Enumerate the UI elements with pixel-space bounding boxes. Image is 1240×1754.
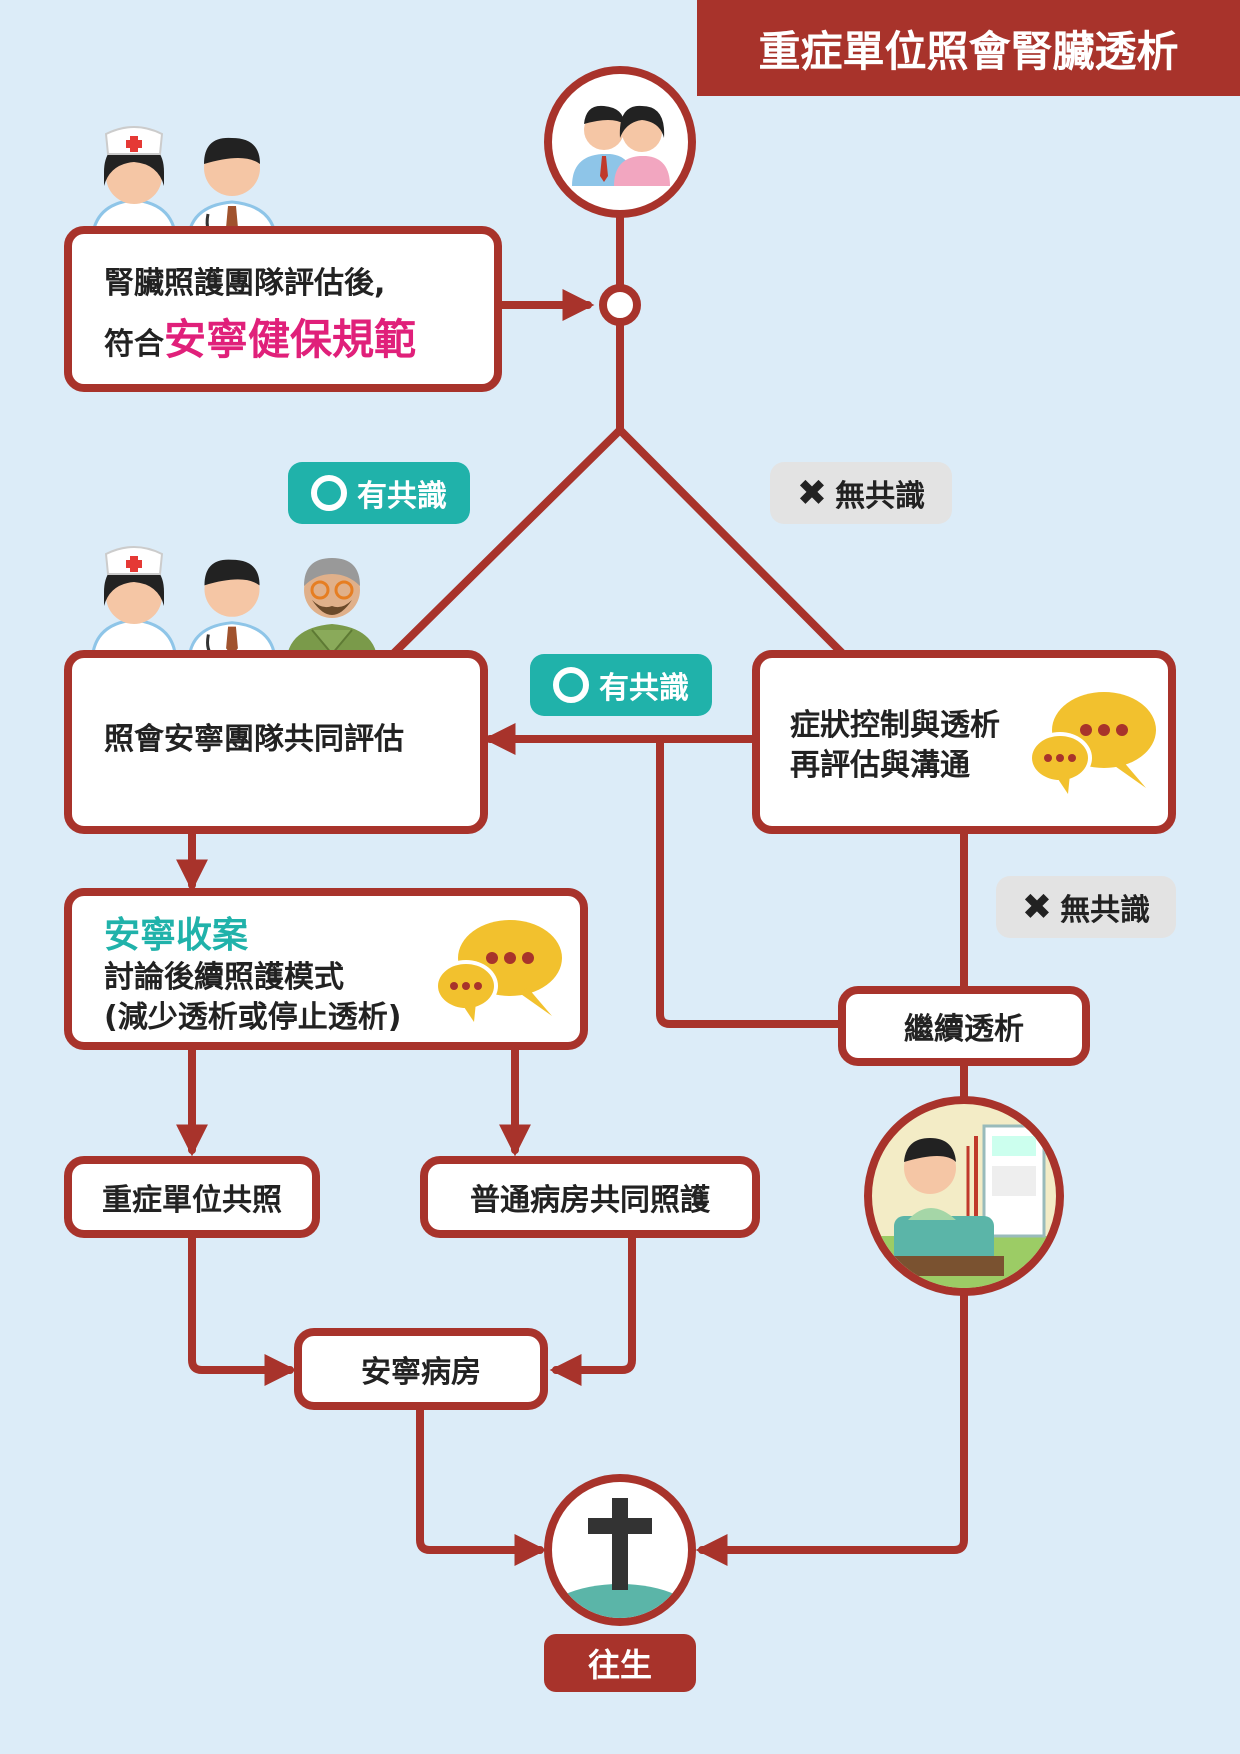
icu-shared-care-box: 重症單位共照 <box>64 1156 320 1238</box>
check-circle-icon <box>311 475 347 511</box>
assessment-prefix: 符合 <box>104 327 164 362</box>
death-label-box: 往生 <box>544 1634 696 1692</box>
consensus-yes-badge-middle: 有共識 <box>530 654 712 716</box>
continue-dialysis-box: 繼續透析 <box>838 986 1090 1066</box>
consensus-yes-badge-left: 有共識 <box>288 462 470 524</box>
team-assessment-box <box>64 226 502 392</box>
consensus-yes-label: 有共識 <box>357 479 447 514</box>
consensus-yes-label: 有共識 <box>599 671 689 706</box>
hospice-case-line2: (減少透析或停止透析) <box>104 1000 402 1035</box>
consensus-no-badge-top: ✖ 無共識 <box>770 462 952 524</box>
assessment-line2: 符合安寧健保規範 <box>104 306 416 367</box>
continue-dialysis-label: 繼續透析 <box>904 1012 1024 1047</box>
consensus-no-label: 無共識 <box>1060 893 1151 928</box>
speech-bubbles-icon <box>434 920 562 1022</box>
hospice-ward-label: 安寧病房 <box>361 1355 481 1390</box>
chaplain-icon <box>286 558 378 666</box>
hospice-case-line1: 討論後續照護模式 <box>104 960 344 995</box>
hospice-case-box <box>64 888 588 1050</box>
check-circle-icon <box>553 667 589 703</box>
assessment-line1: 腎臟照護團隊評估後, <box>104 266 386 301</box>
consensus-no-badge-right: ✖ 無共識 <box>996 876 1176 938</box>
speech-bubbles-icon <box>1028 692 1156 794</box>
symptom-line2: 再評估與溝通 <box>790 748 970 783</box>
cross-grave-icon <box>544 1474 696 1626</box>
cross-icon: ✖ <box>1021 886 1053 928</box>
doctor-icon-2 <box>187 559 277 664</box>
consensus-no-label: 無共識 <box>835 479 926 514</box>
cross-icon: ✖ <box>796 472 828 514</box>
family-icon <box>544 66 696 218</box>
hospice-ward-box: 安寧病房 <box>294 1328 548 1410</box>
hospice-insurance-criteria: 安寧健保規範 <box>164 315 417 364</box>
symptom-control-box <box>752 650 1176 834</box>
icu-shared-care-label: 重症單位共照 <box>102 1183 282 1218</box>
symptom-line1: 症狀控制與透析 <box>790 708 1000 743</box>
hospice-consult-box <box>64 650 488 834</box>
dialysis-patient-icon <box>864 1096 1064 1296</box>
ward-shared-care-box: 普通病房共同照護 <box>420 1156 760 1238</box>
page-title: 重症單位照會腎臟透析 <box>697 0 1240 96</box>
hospice-consult-label: 照會安寧團隊共同評估 <box>104 722 404 757</box>
hospice-case-heading: 安寧收案 <box>104 915 249 956</box>
ward-shared-care-label: 普通病房共同照護 <box>470 1183 710 1218</box>
nurse-icon-2 <box>90 546 178 664</box>
death-label: 往生 <box>587 1646 652 1684</box>
